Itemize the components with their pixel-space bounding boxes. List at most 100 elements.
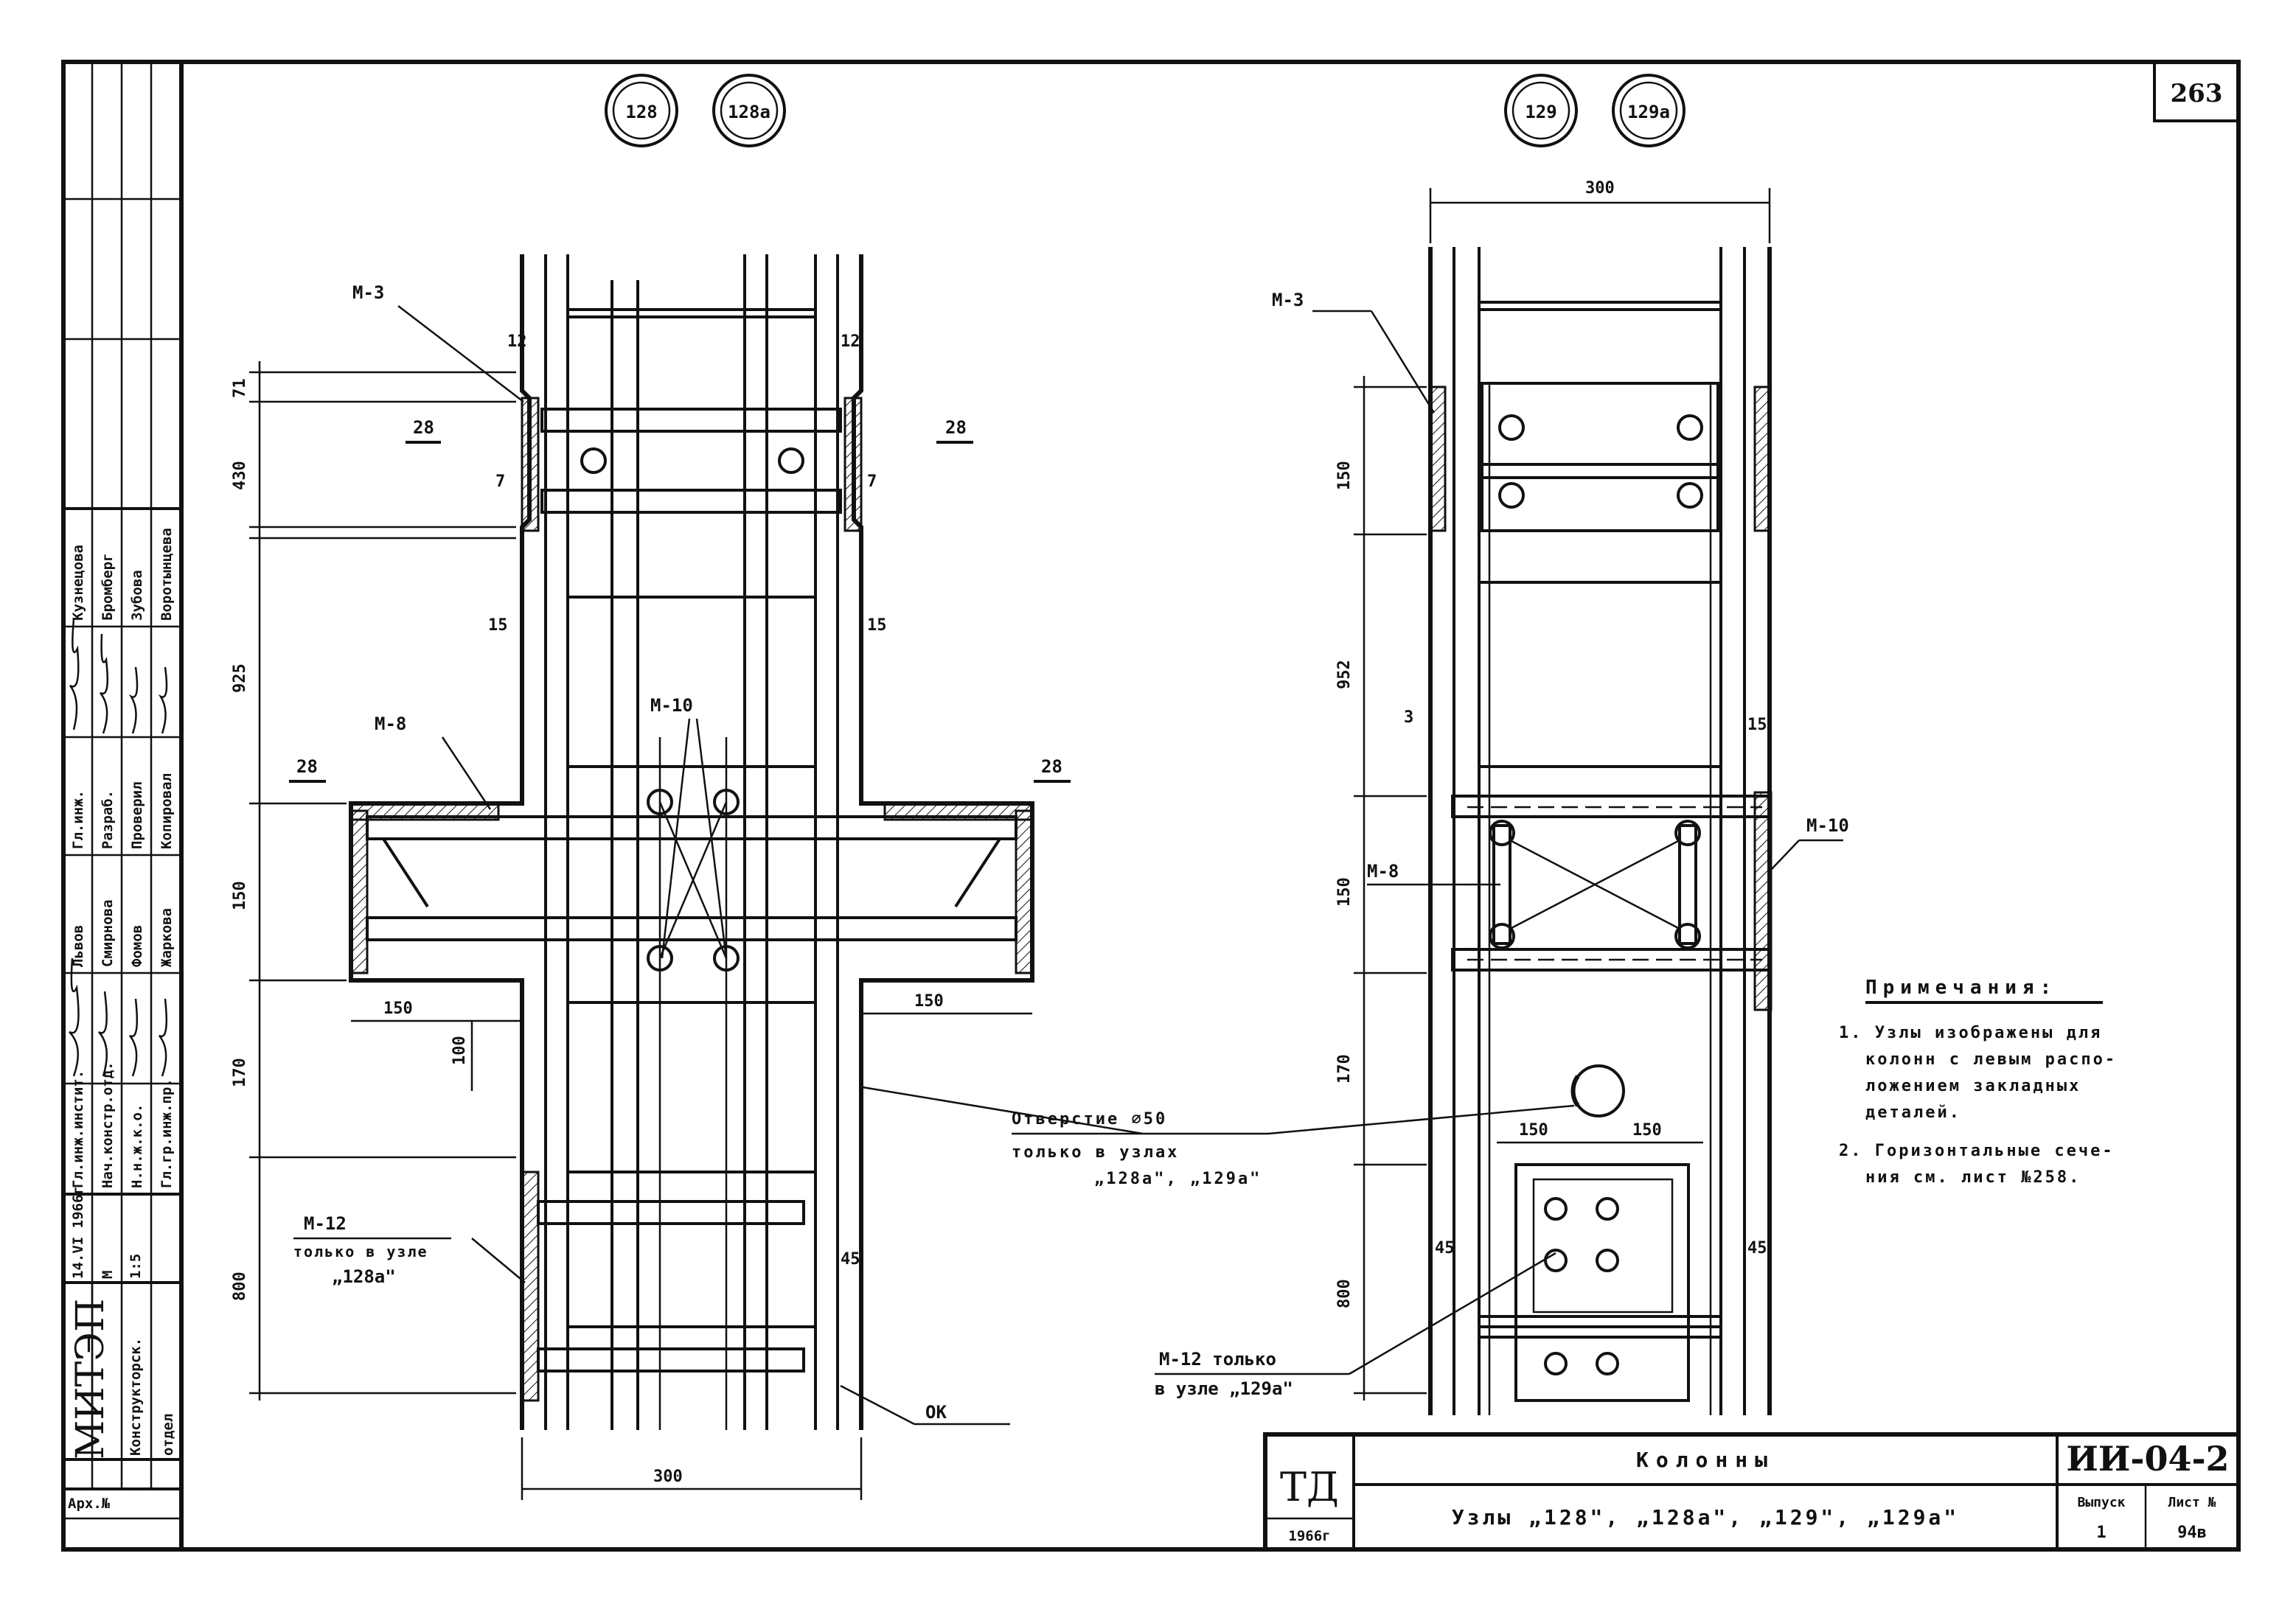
embedded-frame-m12-right xyxy=(1478,1163,1722,1402)
embedded-frame-m12-left xyxy=(521,1171,805,1402)
embedded-frame-m3-left xyxy=(521,397,863,532)
signature-scribble-6 xyxy=(98,991,108,1077)
label-sec-28d: 28 xyxy=(1041,756,1062,777)
dim-r-800: 800 xyxy=(1335,1279,1354,1308)
node-marker-129: 129 xyxy=(1504,74,1578,147)
stirrups-right xyxy=(1479,301,1721,1328)
hole-note-l3: „128а", „129а" xyxy=(1094,1170,1262,1188)
dim-7a: 7 xyxy=(495,472,505,491)
stamp-dept-2: отдел xyxy=(160,1414,176,1456)
plate-m3-left xyxy=(521,397,540,532)
stamp-role-2: Нач.констр.отд. xyxy=(100,1061,116,1188)
stamp-role2-1: Гл.инж. xyxy=(70,790,86,849)
stamp-name2-2: Смирнова xyxy=(100,899,116,967)
dim-r-150l: 150 xyxy=(1519,1121,1548,1140)
dim-r-45a: 45 xyxy=(1435,1239,1455,1258)
rebar-longitudinal-right xyxy=(1453,247,1746,1415)
label-m8-left: М-8 xyxy=(375,714,406,734)
plate-corbel-left-vert xyxy=(349,809,369,974)
title-sheet-label: Лист № xyxy=(2168,1495,2216,1510)
sheet-number: 263 xyxy=(2171,79,2223,108)
node-label-129: 129 xyxy=(1525,102,1556,122)
note-line-4: деталей. xyxy=(1865,1103,1961,1122)
hole-note: Отверстие ∅50 только в узлах „128а", „12… xyxy=(862,1086,1575,1188)
stamp-name-2: Бромберг xyxy=(100,553,116,621)
node-marker-129a: 129а xyxy=(1612,74,1686,147)
node-label-128a: 128а xyxy=(728,102,770,122)
stamp-arch: Арх.№ xyxy=(68,1496,111,1512)
dim-r-15: 15 xyxy=(1747,716,1767,734)
signature-scribble-5 xyxy=(69,958,80,1077)
stamp-name2-3: Фомов xyxy=(129,925,145,967)
signature-scribble-4 xyxy=(158,666,168,734)
plate-m8-left xyxy=(349,802,500,821)
plate-m10-right xyxy=(1753,791,1773,1011)
dim-chain-left-vertical xyxy=(249,361,516,1401)
note-line-2: колонн с левым распо- xyxy=(1865,1050,2117,1069)
signature-scribble-7 xyxy=(128,998,139,1077)
dim-100: 100 xyxy=(450,1036,469,1065)
dim-800: 800 xyxy=(231,1272,249,1301)
title-sheet-value: 94в xyxy=(2177,1524,2207,1542)
embedded-frame-m3-right xyxy=(1429,382,1771,532)
title-main: Колонны xyxy=(1636,1448,1775,1472)
plate-m3-r-left xyxy=(1429,386,1447,532)
dim-300: 300 xyxy=(653,1468,683,1486)
dim-150l: 150 xyxy=(383,1000,413,1018)
notes-heading: Примечания: xyxy=(1865,977,2057,999)
label-m3-left: М-3 xyxy=(352,282,384,303)
signature-scribble-8 xyxy=(158,998,168,1077)
hole-d50 xyxy=(1570,1064,1625,1117)
dim-r-45b: 45 xyxy=(1747,1239,1767,1258)
stamp-org: МИТЭП xyxy=(69,1299,113,1459)
dim-r-150v: 150 xyxy=(1335,461,1354,490)
label-m12-r-l2: в узле „129а" xyxy=(1155,1378,1293,1399)
dim-r-150b: 150 xyxy=(1335,877,1354,907)
dim-150v: 150 xyxy=(231,881,249,910)
label-m10-left: М-10 xyxy=(650,695,693,716)
dim-r-3: 3 xyxy=(1404,708,1413,727)
dim-r-150r: 150 xyxy=(1632,1121,1662,1140)
stamp-role-1: Гл.инж.инстит. xyxy=(70,1070,86,1188)
stamp-name-4: Воротынцева xyxy=(159,528,175,621)
stamp-scale-label: М xyxy=(100,1271,116,1279)
dim-71: 71 xyxy=(231,379,249,399)
plate-m12 xyxy=(521,1171,540,1402)
dim-7b: 7 xyxy=(867,472,877,491)
stamp-role2-4: Копировал xyxy=(159,773,175,849)
label-m8-right: М-8 xyxy=(1367,861,1399,882)
stirrups-left xyxy=(568,308,815,1328)
plate-corbel-right-vert xyxy=(1015,809,1034,974)
title-org-mark: ТД xyxy=(1280,1464,1339,1510)
stamp-role-3: Н.н.ж.к.о. xyxy=(129,1104,145,1188)
title-doc-code: ИИ-04-2 xyxy=(2066,1439,2229,1479)
dim-r-170: 170 xyxy=(1335,1054,1354,1084)
title-sub: Узлы „128", „128а", „129", „129а" xyxy=(1452,1505,1959,1530)
dim-12b: 12 xyxy=(841,332,860,351)
stamp-scale-value: 1:5 xyxy=(128,1254,144,1279)
label-sec-28b: 28 xyxy=(945,417,967,438)
label-sec-28c: 28 xyxy=(296,756,318,777)
column-outline-left xyxy=(349,254,1034,1430)
label-m3-right: М-3 xyxy=(1272,290,1304,310)
stamp-role2-2: Разраб. xyxy=(100,790,116,849)
dim-170: 170 xyxy=(231,1058,249,1087)
stamp-name2-1: Львов xyxy=(70,925,86,967)
dim-925: 925 xyxy=(231,663,249,693)
note-line-1: 1. Узлы изображены для xyxy=(1839,1024,2102,1042)
view-right: 129 129а xyxy=(1155,74,1849,1415)
side-stamp: МИТЭП Конструкторск. отдел Арх.№ 14.VI 1… xyxy=(63,62,181,1520)
dim-12a: 12 xyxy=(507,332,527,351)
label-m12-l2: только в узле xyxy=(293,1243,428,1260)
title-issue-value: 1 xyxy=(2096,1524,2106,1542)
node-marker-128: 128 xyxy=(605,74,678,147)
stamp-date: 14.VI 1966г xyxy=(70,1186,86,1279)
notes-block: Примечания: 1. Узлы изображены для колон… xyxy=(1839,977,2117,1187)
plate-m8-right xyxy=(883,802,1034,821)
dim-15a: 15 xyxy=(488,616,508,635)
note-line-5: 2. Горизонтальные сече- xyxy=(1839,1142,2115,1160)
title-year: 1966г xyxy=(1288,1528,1330,1544)
node-label-129a: 129а xyxy=(1627,102,1670,122)
label-m10-right: М-10 xyxy=(1806,815,1849,836)
